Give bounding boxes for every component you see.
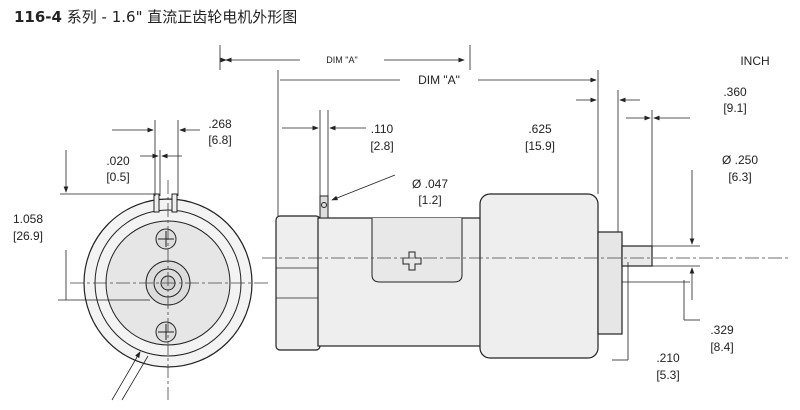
dim-a-top-label: DIM "A" [326,55,357,65]
dim-110-in: .110 [371,122,394,136]
dim-047-mm: [1.2] [418,193,441,207]
dim-020-mm: [0.5] [106,170,129,184]
dim-360-in: .360 [723,85,747,99]
dim-360-mm: [9.1] [723,101,746,115]
dim-047-in: Ø .047 [412,177,448,191]
unit-label: INCH [740,54,769,68]
title-series: 116-4 [14,8,62,26]
dimension-labels: INCH DIM "A" DIM "A" .268 [6.8] .020 [0.… [13,54,770,382]
page-title: 116-4 系列 - 1.6" 直流正齿轮电机外形图 [14,6,297,27]
front-view [70,180,268,400]
dimension-lines [58,45,700,401]
dim-1058-in: 1.058 [13,212,43,226]
dim-110-mm: [2.8] [370,139,393,153]
dim-268-in: .268 [208,117,232,131]
side-view [262,193,790,359]
dim-250-in: Ø .250 [722,153,758,167]
dim-625-in: .625 [528,122,552,136]
dim-020-in: .020 [106,154,130,168]
dim-1058-mm: [26.9] [13,229,43,243]
dim-210-in: .210 [656,351,680,365]
dim-250-mm: [6.3] [728,170,751,184]
dim-210-mm: [5.3] [656,368,679,382]
dim-329-in: .329 [710,323,734,337]
dim-625-mm: [15.9] [525,139,555,153]
dim-268-mm: [6.8] [208,133,231,147]
dim-329-mm: [8.4] [710,340,733,354]
dim-a-label: DIM "A" [418,73,460,87]
title-text: 系列 - 1.6" 直流正齿轮电机外形图 [66,8,298,26]
